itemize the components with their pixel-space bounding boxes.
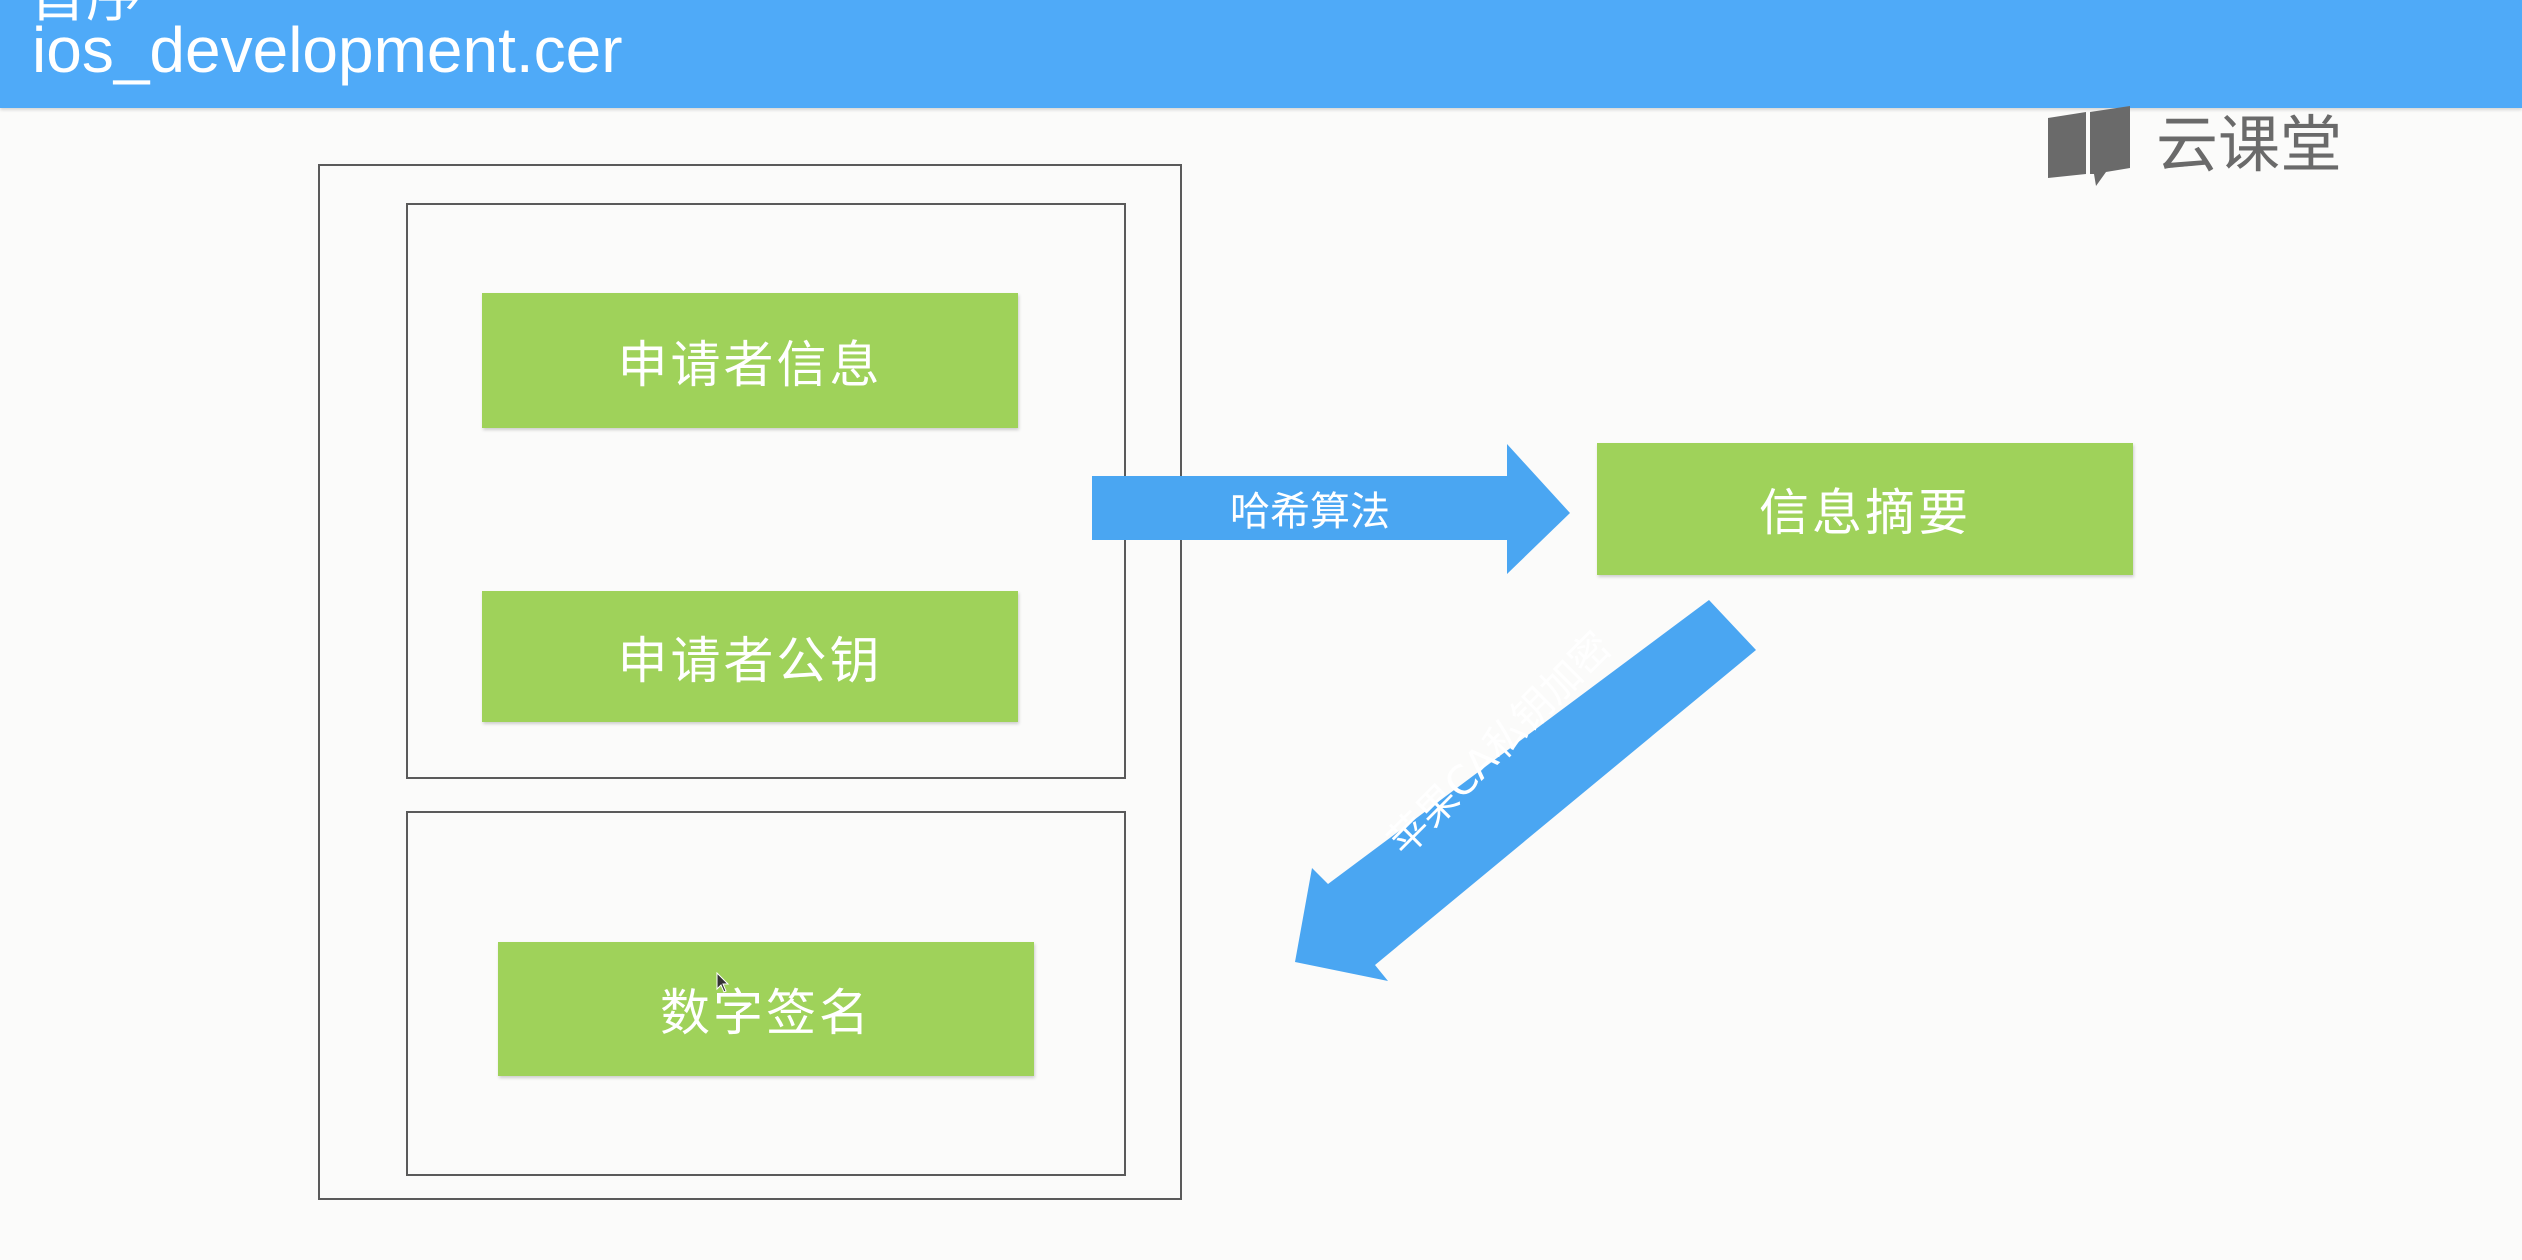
book-chat-icon [2048, 106, 2130, 186]
header-overflow-text: 首序 [30, 0, 142, 26]
brand-name: 云课堂 [2156, 108, 2343, 181]
header-bar: 首序 ios_development.cer [0, 0, 2522, 108]
mouse-cursor-icon [716, 972, 730, 993]
certificate-frame [318, 164, 1182, 1200]
applicant-info-box: 申请者信息 [482, 293, 1018, 428]
hash-arrow-label: 哈希算法 [1230, 489, 1390, 535]
brand-logo: 云课堂 [2046, 104, 2366, 188]
message-digest-box: 信息摘要 [1597, 443, 2133, 575]
signature-group [406, 811, 1126, 1176]
page-title: ios_development.cer [32, 14, 623, 86]
digital-signature-box: 数字签名 [498, 942, 1034, 1076]
applicant-public-key-box: 申请者公钥 [482, 591, 1018, 722]
encrypt-arrow-label: 苹果CA私钥加密 [1379, 623, 1621, 865]
encrypt-arrow [1295, 600, 1756, 981]
